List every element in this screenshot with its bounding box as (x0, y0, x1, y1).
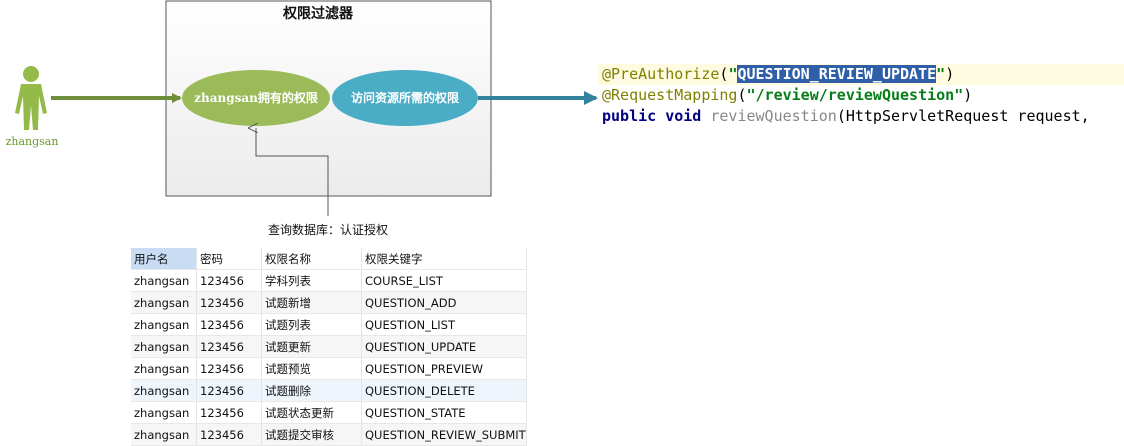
cell-permission-name[interactable]: 学科列表 (261, 269, 362, 292)
cell-permission-name[interactable]: 试题提交审核 (261, 423, 362, 446)
permission-table: 用户名 密码 权限名称 权限关键字 zhangsan 123456 学科列表 C… (131, 248, 527, 446)
cell-username[interactable]: zhangsan (131, 423, 197, 446)
request-path-string: "/review/reviewQuestion" (746, 86, 964, 104)
table-row[interactable]: zhangsan 123456 试题新增 QUESTION_ADD (131, 291, 527, 314)
cell-permission-keyword[interactable]: QUESTION_DELETE (361, 379, 527, 402)
cell-permission-name[interactable]: 试题列表 (261, 313, 362, 336)
table-row[interactable]: zhangsan 123456 试题删除 QUESTION_DELETE (131, 379, 527, 402)
cell-password[interactable]: 123456 (196, 379, 262, 402)
cell-permission-name[interactable]: 试题更新 (261, 335, 362, 358)
cell-permission-keyword[interactable]: QUESTION_STATE (361, 401, 527, 424)
cell-password[interactable]: 123456 (196, 357, 262, 380)
cell-username[interactable]: zhangsan (131, 291, 197, 314)
cell-password[interactable]: 123456 (196, 335, 262, 358)
paren-close: ) (945, 65, 955, 83)
method-params: (HttpServletRequest request, (836, 107, 1090, 125)
permission-diagram: 权限过滤器 zhangsan zhangsan拥有的权限 访问资源所需的权限 查… (6, 0, 598, 237)
quote-open: " (728, 65, 738, 83)
cell-permission-keyword[interactable]: COURSE_LIST (361, 269, 527, 292)
cell-password[interactable]: 123456 (196, 401, 262, 424)
paren-close: ) (963, 86, 973, 104)
paren-open: ( (737, 86, 747, 104)
owned-permissions-ellipse (182, 70, 330, 126)
requestmapping-annotation: @RequestMapping (602, 86, 738, 104)
cell-permission-keyword[interactable]: QUESTION_PREVIEW (361, 357, 527, 380)
user-actor-icon (15, 66, 47, 130)
required-permissions-label: 访问资源所需的权限 (351, 90, 459, 105)
cell-permission-name[interactable]: 试题预览 (261, 357, 362, 380)
code-snippet: @PreAuthorize("QUESTION_REVIEW_UPDATE") … (598, 64, 1124, 127)
paren-open: ( (719, 65, 729, 83)
cell-permission-keyword[interactable]: QUESTION_UPDATE (361, 335, 527, 358)
cell-password[interactable]: 123456 (196, 291, 262, 314)
cell-permission-keyword[interactable]: QUESTION_LIST (361, 313, 527, 336)
cell-password[interactable]: 123456 (196, 423, 262, 446)
keyword-public: public (602, 107, 657, 125)
code-line-preauthorize[interactable]: @PreAuthorize("QUESTION_REVIEW_UPDATE") (598, 64, 1124, 85)
db-query-connector (256, 128, 329, 216)
db-query-label: 查询数据库：认证授权 (268, 222, 388, 237)
table-header-row: 用户名 密码 权限名称 权限关键字 (131, 248, 527, 270)
table-row[interactable]: zhangsan 123456 试题提交审核 QUESTION_REVIEW_S… (131, 423, 527, 446)
column-header-permission-keyword[interactable]: 权限关键字 (361, 248, 527, 270)
method-name: reviewQuestion (710, 107, 837, 125)
cell-username[interactable]: zhangsan (131, 357, 197, 380)
cell-password[interactable]: 123456 (196, 269, 262, 292)
filter-box-title: 权限过滤器 (282, 5, 354, 22)
cell-username[interactable]: zhangsan (131, 401, 197, 424)
actor-label: zhangsan (6, 135, 59, 148)
cell-permission-name[interactable]: 试题删除 (261, 379, 362, 402)
table-row[interactable]: zhangsan 123456 试题预览 QUESTION_PREVIEW (131, 357, 527, 380)
selected-permission-keyword[interactable]: QUESTION_REVIEW_UPDATE (737, 65, 937, 83)
table-row[interactable]: zhangsan 123456 试题更新 QUESTION_UPDATE (131, 335, 527, 358)
code-line-requestmapping[interactable]: @RequestMapping("/review/reviewQuestion"… (598, 85, 1124, 106)
table-row[interactable]: zhangsan 123456 学科列表 COURSE_LIST (131, 269, 527, 292)
column-header-permission-name[interactable]: 权限名称 (261, 248, 362, 270)
column-header-username[interactable]: 用户名 (131, 248, 197, 270)
quote-close: " (936, 65, 946, 83)
cell-password[interactable]: 123456 (196, 313, 262, 336)
keyword-void: void (665, 107, 702, 125)
cell-permission-keyword[interactable]: QUESTION_REVIEW_SUBMIT (361, 423, 527, 446)
preauthorize-annotation: @PreAuthorize (602, 65, 720, 83)
owned-permissions-label: zhangsan拥有的权限 (194, 90, 318, 105)
cell-permission-keyword[interactable]: QUESTION_ADD (361, 291, 527, 314)
table-row[interactable]: zhangsan 123456 试题列表 QUESTION_LIST (131, 313, 527, 336)
column-header-password[interactable]: 密码 (196, 248, 262, 270)
table-row[interactable]: zhangsan 123456 试题状态更新 QUESTION_STATE (131, 401, 527, 424)
cell-username[interactable]: zhangsan (131, 335, 197, 358)
required-permissions-ellipse (332, 70, 478, 126)
code-line-method-signature[interactable]: public void reviewQuestion(HttpServletRe… (598, 106, 1124, 127)
cell-permission-name[interactable]: 试题新增 (261, 291, 362, 314)
cell-username[interactable]: zhangsan (131, 313, 197, 336)
cell-username[interactable]: zhangsan (131, 269, 197, 292)
cell-username[interactable]: zhangsan (131, 379, 197, 402)
cell-permission-name[interactable]: 试题状态更新 (261, 401, 362, 424)
